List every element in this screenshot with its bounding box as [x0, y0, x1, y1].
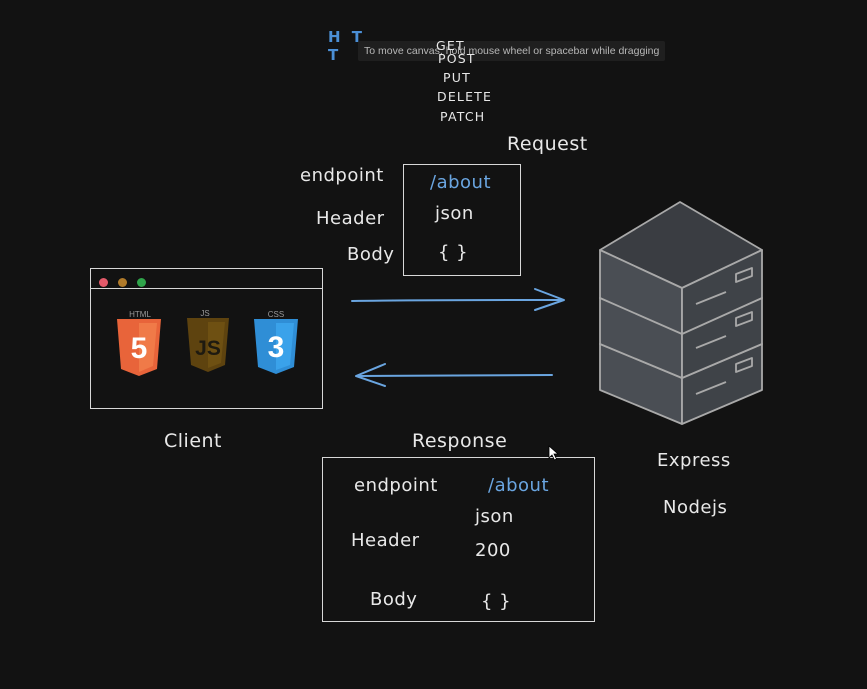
html5-icon: 5 — [117, 319, 161, 376]
request-endpoint-value: /about — [430, 172, 491, 193]
request-response-arrows — [351, 288, 565, 387]
method-put: PUT — [443, 70, 471, 85]
window-close-dot — [99, 278, 108, 287]
response-body-label: Body — [370, 589, 418, 610]
request-header-value: json — [435, 203, 474, 224]
svg-text:5: 5 — [131, 332, 148, 365]
js-logo-caption: JS — [200, 309, 210, 318]
request-body-value: { } — [438, 242, 469, 263]
top-text-fragment: H T T — [328, 28, 366, 64]
js-icon: JS — [187, 318, 229, 372]
request-body-label: Body — [347, 244, 395, 265]
server-label-express: Express — [657, 450, 731, 471]
response-box — [322, 457, 595, 622]
response-body-value: { } — [481, 591, 512, 612]
request-endpoint-label: endpoint — [300, 165, 384, 186]
response-header-value-status: 200 — [475, 540, 511, 561]
svg-text:JS: JS — [195, 337, 221, 360]
response-endpoint-label: endpoint — [354, 475, 438, 496]
request-title: Request — [507, 133, 588, 155]
mouse-cursor-icon — [548, 445, 560, 461]
canvas-tooltip: To move canvas, hold mouse wheel or spac… — [358, 41, 666, 61]
css3-icon: 3 — [254, 319, 298, 374]
client-label: Client — [164, 430, 223, 452]
client-browser-window: HTML 5 JS JS CSS 3 — [90, 268, 323, 409]
server-stack-icon — [599, 201, 763, 425]
method-patch: PATCH — [440, 109, 486, 124]
window-minimize-dot — [118, 278, 127, 287]
css-logo-caption: CSS — [267, 310, 285, 319]
response-header-value-json: json — [475, 506, 514, 527]
browser-title-bar-divider — [91, 288, 322, 289]
response-header-label: Header — [351, 530, 420, 551]
response-arrow — [355, 363, 553, 387]
response-title: Response — [412, 430, 508, 452]
window-maximize-dot — [137, 278, 146, 287]
request-arrow — [351, 288, 565, 311]
request-header-label: Header — [316, 208, 385, 229]
request-box — [403, 164, 521, 276]
method-delete: DELETE — [437, 89, 493, 104]
method-post: POST — [438, 51, 476, 66]
method-get: GET — [436, 38, 465, 53]
response-endpoint-value: /about — [488, 475, 549, 496]
html-logo-caption: HTML — [129, 310, 151, 319]
svg-text:3: 3 — [268, 331, 285, 364]
server-label-nodejs: Nodejs — [663, 497, 728, 518]
